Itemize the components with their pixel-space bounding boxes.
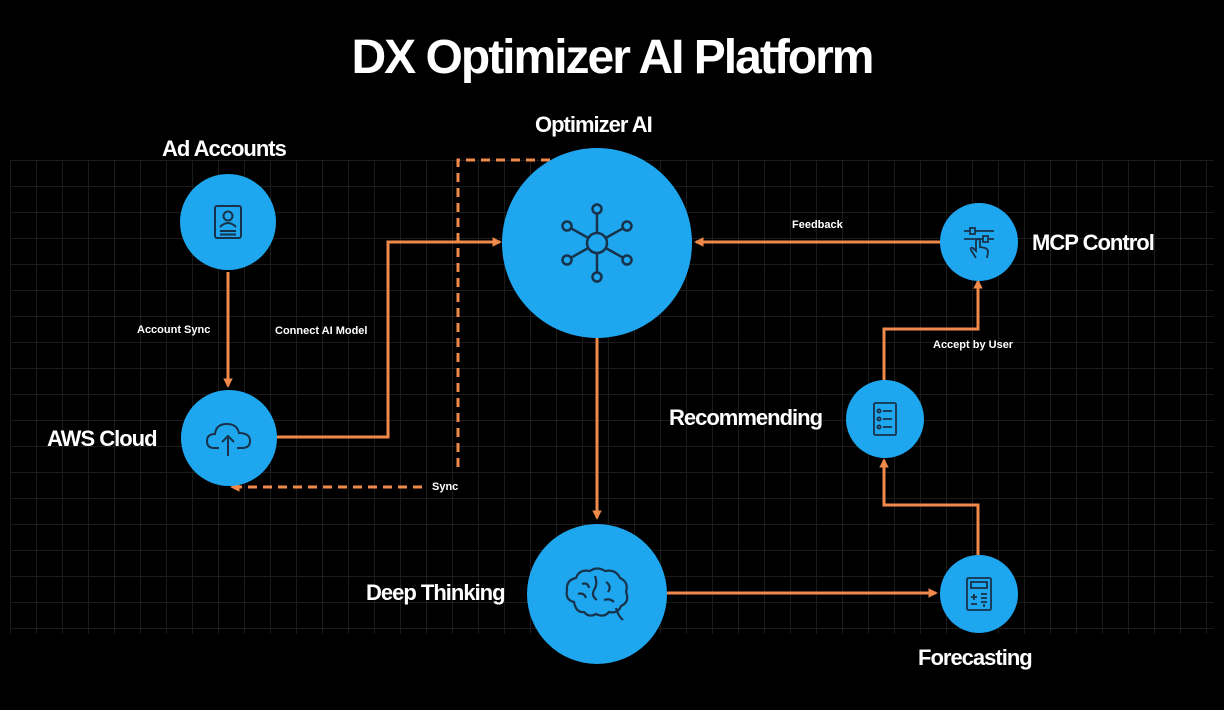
node-mcp-control[interactable] [940, 203, 1018, 281]
account-sync-label: Account Sync [137, 324, 211, 336]
edge-forecasting-to-recommending [879, 458, 980, 555]
node-recommending[interactable] [846, 380, 924, 458]
sync-label: Sync [432, 481, 459, 493]
node-forecasting[interactable] [940, 555, 1018, 633]
connect-ai-model-label: Connect AI Model [275, 325, 368, 337]
deep-thinking-label: Deep Thinking [366, 580, 506, 605]
hand-sliders-icon [964, 227, 994, 259]
edge-sync [232, 158, 550, 487]
node-deep-thinking[interactable] [527, 524, 667, 664]
checklist-icon [873, 402, 897, 436]
brain-icon [565, 567, 629, 621]
node-aws-cloud[interactable] [181, 390, 277, 486]
feedback-label: Feedback [792, 219, 843, 231]
mcp-control-label: MCP Control [1032, 230, 1155, 255]
node-optimizer-ai[interactable] [502, 148, 692, 338]
network-hub-icon [561, 203, 633, 283]
page-title: DX Optimizer AI Platform [351, 31, 875, 84]
aws-cloud-label: AWS Cloud [47, 426, 158, 451]
edge-connect-ai-model [275, 237, 502, 439]
id-card-icon [214, 205, 242, 239]
accept-by-user-label: Accept by User [933, 339, 1014, 351]
calculator-icon [966, 577, 992, 611]
edge-accept-by-user [882, 279, 983, 380]
recommending-label: Recommending [669, 405, 823, 430]
cloud-upload-icon [205, 422, 252, 456]
ad-accounts-label: Ad Accounts [162, 136, 287, 161]
optimizer-ai-label: Optimizer AI [535, 112, 653, 137]
forecasting-label: Forecasting [918, 645, 1033, 670]
node-ad-accounts[interactable] [180, 174, 276, 270]
